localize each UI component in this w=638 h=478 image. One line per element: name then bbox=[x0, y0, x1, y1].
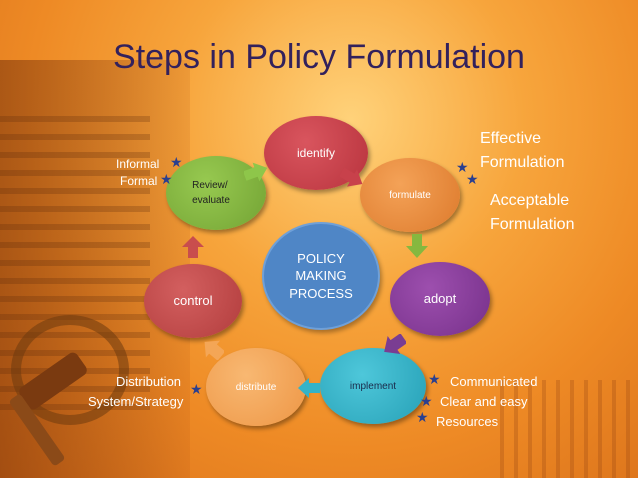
note-formulation-1: Formulation bbox=[480, 154, 565, 171]
arrow-formulate-to-adopt bbox=[406, 234, 428, 258]
note-acceptable: Acceptable bbox=[490, 192, 570, 209]
note-informal: Informal bbox=[116, 157, 160, 171]
note-communicated: Communicated bbox=[450, 374, 538, 389]
note-formulation-2: Formulation bbox=[490, 216, 575, 233]
note-clear-easy: Clear and easy bbox=[440, 394, 528, 409]
step-formulate-label: formulate bbox=[389, 189, 431, 201]
step-adopt-label: adopt bbox=[423, 291, 457, 307]
arrow-adopt-to-implement bbox=[384, 334, 406, 355]
background-building-right bbox=[500, 380, 638, 478]
step-distribute-label: distribute bbox=[235, 381, 277, 393]
note-distribution: Distribution bbox=[116, 374, 182, 389]
star-bullet-icon: ★ bbox=[420, 393, 433, 409]
step-distribute: distribute bbox=[206, 348, 306, 426]
step-adopt: adopt bbox=[390, 262, 490, 336]
star-bullet-icon: ★ bbox=[160, 171, 173, 187]
step-control: control bbox=[144, 264, 242, 338]
step-review-text: Review/ evaluate bbox=[192, 178, 230, 208]
note-formal: Formal bbox=[120, 174, 158, 188]
gavel-icon bbox=[9, 315, 129, 466]
star-bullet-icon: ★ bbox=[190, 381, 203, 397]
note-system-strategy: System/Strategy bbox=[88, 394, 184, 409]
star-bullet-icon: ★ bbox=[456, 159, 469, 175]
arrow-distribute-to-control bbox=[204, 340, 224, 360]
star-bullet-icon: ★ bbox=[416, 409, 429, 425]
step-control-label: control bbox=[173, 293, 213, 309]
step-formulate: formulate bbox=[360, 158, 460, 232]
note-resources: Resources bbox=[436, 414, 499, 429]
step-review-line1: Review/ bbox=[192, 180, 228, 191]
star-bullet-icon: ★ bbox=[428, 371, 441, 387]
step-review-line2: evaluate bbox=[192, 195, 230, 206]
step-review-evaluate: Review/ evaluate bbox=[166, 156, 266, 230]
step-implement: implement bbox=[320, 348, 426, 424]
slide-title: Steps in Policy Formulation bbox=[113, 38, 525, 76]
step-identify-label: identify bbox=[296, 146, 336, 160]
center-label: POLICY MAKING PROCESS bbox=[289, 250, 353, 301]
arrow-review-to-identify bbox=[244, 162, 268, 182]
star-bullet-icon: ★ bbox=[466, 171, 479, 187]
arrow-implement-to-distribute bbox=[298, 378, 320, 398]
star-bullet-icon: ★ bbox=[170, 154, 183, 170]
note-effective: Effective bbox=[480, 130, 542, 147]
policy-making-process-center: POLICY MAKING PROCESS bbox=[262, 222, 380, 330]
step-implement-label: implement bbox=[349, 380, 397, 392]
arrow-identify-to-formulate bbox=[340, 168, 363, 187]
arrow-control-to-review bbox=[182, 236, 204, 258]
